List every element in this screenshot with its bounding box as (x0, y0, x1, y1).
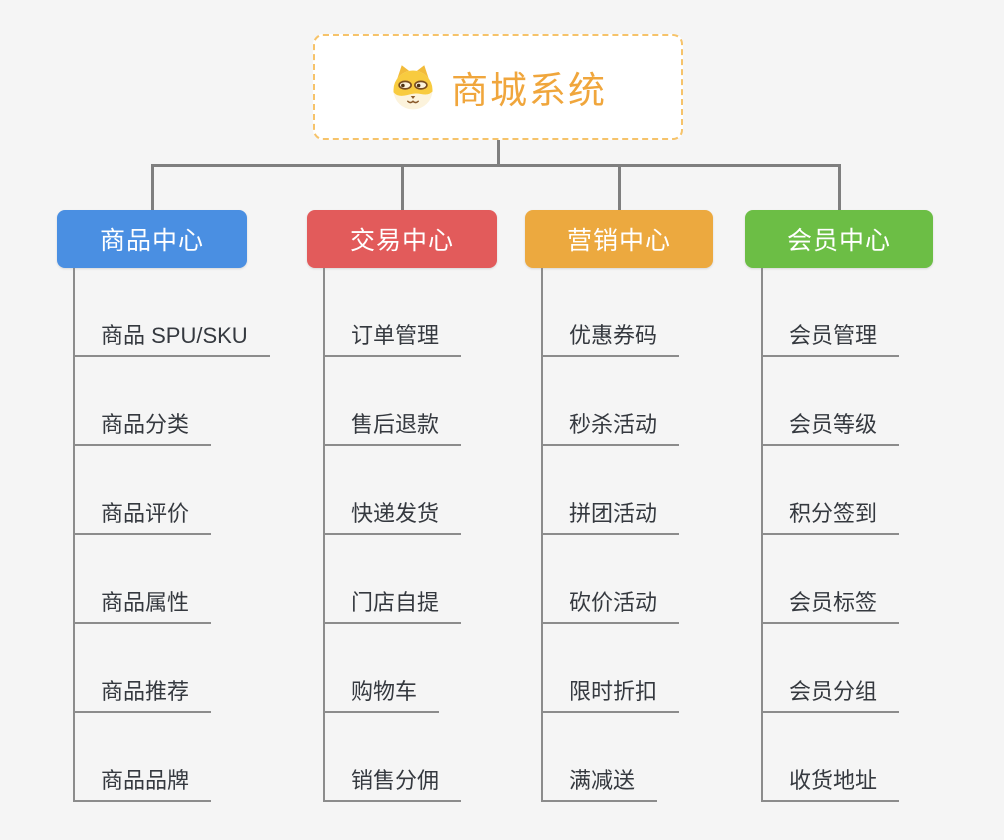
connector-line (617, 167, 621, 210)
leaf-topic[interactable]: 商品推荐 (73, 675, 212, 713)
branch-connector-line (761, 268, 763, 802)
leaf-topic[interactable]: 积分签到 (761, 497, 900, 535)
leaf-topic[interactable]: 商品评价 (73, 497, 212, 535)
branch-node[interactable]: 交易中心 (307, 210, 497, 268)
leaf-topic[interactable]: 销售分佣 (323, 764, 462, 802)
leaf-topic[interactable]: 商品属性 (73, 586, 212, 624)
connector-line (400, 167, 404, 210)
connector-line (496, 140, 500, 164)
dog-face-icon (393, 65, 433, 110)
leaf-topic[interactable]: 门店自提 (323, 586, 462, 624)
branch-node[interactable]: 会员中心 (745, 210, 933, 268)
leaf-topic[interactable]: 会员标签 (761, 586, 900, 624)
connector-line (150, 167, 154, 210)
branch-connector-line (323, 268, 325, 802)
leaf-topic[interactable]: 优惠券码 (541, 319, 680, 357)
connector-line (837, 167, 841, 210)
branch-connector-line (541, 268, 543, 802)
leaf-topic[interactable]: 快递发货 (323, 497, 462, 535)
connector-line (150, 164, 841, 167)
leaf-topic[interactable]: 砍价活动 (541, 586, 680, 624)
branch-label: 交易中心 (349, 227, 454, 255)
leaf-topic[interactable]: 收货地址 (761, 764, 900, 802)
leaf-topic[interactable]: 商品 SPU/SKU (73, 319, 270, 357)
leaf-topic[interactable]: 订单管理 (323, 319, 462, 357)
branch-label: 商品中心 (99, 227, 204, 255)
leaf-topic[interactable]: 限时折扣 (541, 675, 680, 713)
root-title: 商城系统 (451, 70, 607, 111)
branch-label: 营销中心 (566, 227, 671, 255)
leaf-topic[interactable]: 秒杀活动 (541, 408, 680, 446)
leaf-topic[interactable]: 商品品牌 (73, 764, 212, 802)
branch-node[interactable]: 商品中心 (57, 210, 247, 268)
leaf-topic[interactable]: 会员分组 (761, 675, 900, 713)
leaf-topic[interactable]: 会员管理 (761, 319, 900, 357)
leaf-topic[interactable]: 会员等级 (761, 408, 900, 446)
branch-node[interactable]: 营销中心 (525, 210, 713, 268)
leaf-topic[interactable]: 拼团活动 (541, 497, 680, 535)
root-topic[interactable]: 商城系统 (313, 34, 683, 140)
branch-label: 会员中心 (786, 227, 891, 255)
leaf-topic[interactable]: 售后退款 (323, 408, 462, 446)
leaf-topic[interactable]: 满减送 (541, 764, 658, 802)
branch-connector-line (73, 268, 75, 802)
leaf-topic[interactable]: 商品分类 (73, 408, 212, 446)
leaf-topic[interactable]: 购物车 (323, 675, 440, 713)
